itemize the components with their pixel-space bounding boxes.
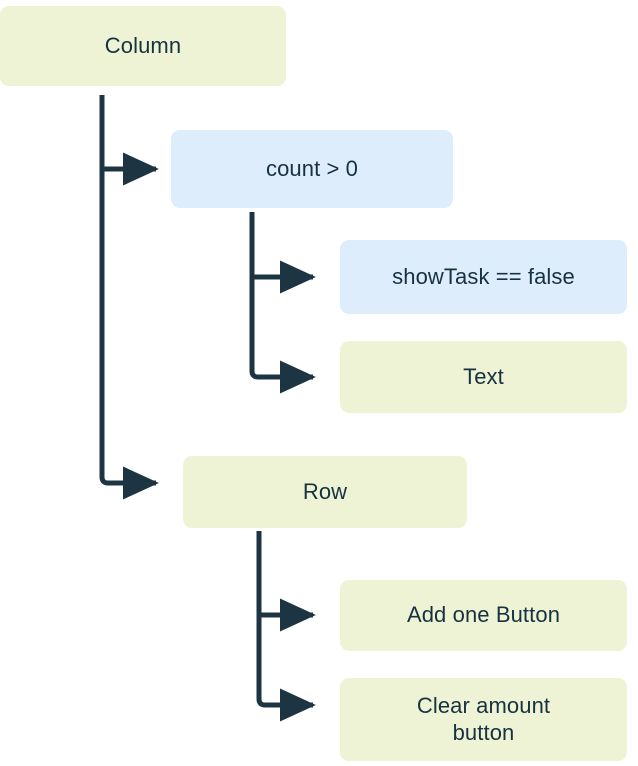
node-count-greater-than-zero-label: count > 0 <box>265 155 359 181</box>
edge-count-to-children <box>249 212 316 394</box>
node-column-label: Column <box>104 32 182 58</box>
node-clear-amount-button[interactable]: Clear amount button <box>340 678 627 761</box>
node-count-greater-than-zero[interactable]: count > 0 <box>171 130 453 208</box>
node-show-task-false-label: showTask == false <box>392 263 575 289</box>
node-text[interactable]: Text <box>340 341 627 413</box>
node-text-label: Text <box>463 363 504 389</box>
node-add-one-button[interactable]: Add one Button <box>340 580 627 651</box>
node-row-label: Row <box>302 478 348 504</box>
node-clear-amount-button-label: Clear amount button <box>416 692 551 745</box>
node-add-one-button-label: Add one Button <box>406 602 561 628</box>
edge-column-to-children <box>99 95 159 500</box>
node-show-task-false[interactable]: showTask == false <box>340 240 627 314</box>
node-row[interactable]: Row <box>183 456 467 528</box>
node-column[interactable]: Column <box>0 6 286 86</box>
edge-row-to-children <box>256 531 316 722</box>
